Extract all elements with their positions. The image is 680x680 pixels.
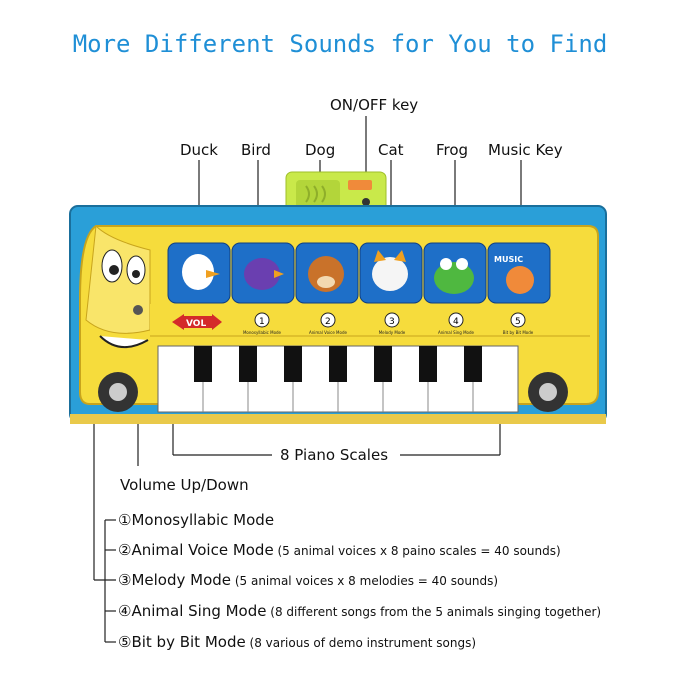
page-title: More Different Sounds for You to Find	[72, 30, 608, 58]
callout-music: Music Key	[488, 141, 563, 159]
volume-text: VOL	[186, 319, 206, 329]
callout-duck: Duck	[180, 141, 218, 159]
callout-bird: Bird	[241, 141, 271, 159]
callout-dog: Dog	[305, 141, 336, 159]
mode-3-desc: (5 animal voices x 8 melodies = 40 sound…	[231, 574, 499, 588]
btn-label-5: Bit by Bit Mode	[503, 330, 534, 335]
btn-label-3: Melody Mode	[379, 330, 406, 335]
btn-label-2: Animal Voice Mode	[309, 330, 347, 335]
btn-num-1: 1	[259, 317, 265, 327]
mode-3: ③Melody Mode (5 animal voices x 8 melodi…	[118, 571, 498, 589]
callout-onoff: ON/OFF key	[330, 96, 419, 114]
bird-icon	[244, 258, 280, 290]
mode-1-name: Monosyllabic Mode	[131, 511, 275, 529]
callout-scales: 8 Piano Scales	[280, 446, 389, 464]
dog-icon	[308, 256, 344, 292]
mode-2: ②Animal Voice Mode (5 animal voices x 8 …	[118, 541, 561, 559]
callout-frog: Frog	[436, 141, 469, 159]
btn-num-3: 3	[389, 317, 395, 327]
mode-2-desc: (5 animal voices x 8 paino scales = 40 s…	[273, 544, 561, 558]
mode-3-name: Melody Mode	[131, 571, 232, 589]
cat-icon	[372, 257, 408, 291]
mode-4-num: ④	[118, 602, 132, 620]
btn-num-5: 5	[515, 317, 521, 327]
btn-num-2: 2	[325, 317, 331, 327]
mode-4-name: Animal Sing Mode	[131, 602, 267, 620]
mode-1: ①Monosyllabic Mode	[118, 511, 274, 529]
mode-3-num: ③	[118, 571, 132, 589]
btn-label-4: Animal Sing Mode	[438, 330, 475, 335]
music-badge-text: MUSIC	[494, 255, 523, 264]
animal-windows: MUSIC	[167, 242, 551, 304]
music-icon	[506, 266, 534, 294]
btn-num-4: 4	[453, 317, 459, 327]
callout-volume: Volume Up/Down	[120, 476, 249, 494]
mode-5: ⑤Bit by Bit Mode (8 various of demo inst…	[118, 633, 476, 651]
btn-label-1: Monosyllabic Mode	[243, 330, 282, 335]
mode-1-num: ①	[118, 511, 132, 529]
piano-keys	[157, 345, 519, 413]
mode-5-num: ⑤	[118, 633, 132, 651]
callout-cat: Cat	[378, 141, 404, 159]
frog-icon	[434, 262, 474, 294]
mode-buttons: VOL 1 2 3 4 5 Monosyllabic Mode Animal V…	[172, 312, 534, 335]
duck-icon	[182, 254, 214, 290]
mode-2-name: Animal Voice Mode	[131, 541, 274, 559]
mode-4: ④Animal Sing Mode (8 different songs fro…	[118, 602, 601, 620]
mode-5-name: Bit by Bit Mode	[131, 633, 246, 651]
mode-5-desc: (8 various of demo instrument songs)	[245, 636, 477, 650]
mode-2-num: ②	[118, 541, 132, 559]
mode-4-desc: (8 different songs from the 5 animals si…	[266, 605, 602, 619]
